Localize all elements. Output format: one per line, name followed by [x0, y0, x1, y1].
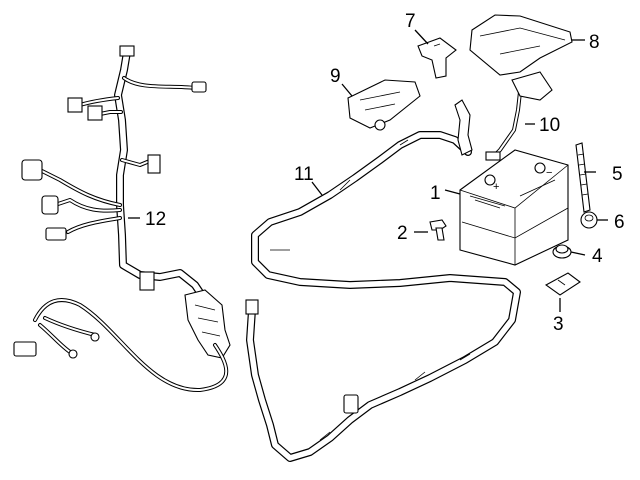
callout-2: 2: [397, 223, 408, 244]
part-6-grommet: [580, 211, 598, 229]
callout-9: 9: [330, 66, 341, 87]
callout-4: 4: [592, 246, 603, 267]
callout-10: 10: [539, 115, 560, 136]
part-7-bracket: [417, 37, 457, 79]
callout-leaders: [128, 29, 608, 312]
part-9-control-module: [347, 79, 421, 131]
part-8-battery-cover: [469, 14, 573, 76]
part-5-stud: [575, 142, 591, 213]
callout-11: 11: [294, 164, 314, 185]
callout-7: 7: [405, 11, 416, 32]
callout-12: 12: [145, 209, 166, 230]
battery-negative-terminal-mark: −: [546, 167, 552, 179]
callout-numbers: 1 2 3 4 5 6 7 8 9 10 11 12: [145, 11, 625, 335]
callout-3: 3: [553, 314, 564, 335]
battery-positive-terminal-mark: +: [493, 181, 499, 193]
part-12-wiring-harness: [13, 45, 231, 393]
part-2-bolt: [429, 219, 447, 241]
callout-1: 1: [430, 183, 441, 204]
callout-6: 6: [614, 212, 625, 233]
part-3-hold-down-clamp: [544, 272, 581, 296]
callout-5: 5: [612, 164, 623, 185]
part-11-battery-cable: [245, 99, 521, 462]
callout-8: 8: [589, 32, 600, 53]
part-10-ground-cable: [485, 71, 553, 161]
part-4-nut: [552, 244, 572, 259]
part-1-battery: + −: [459, 149, 569, 266]
